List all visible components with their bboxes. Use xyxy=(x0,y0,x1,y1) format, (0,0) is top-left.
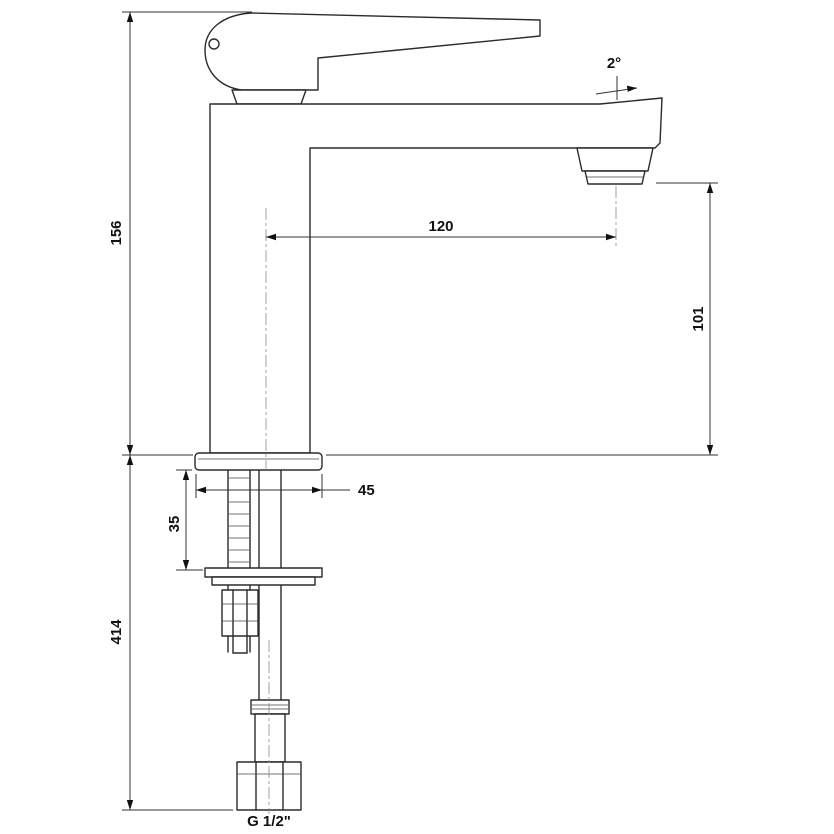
spout-outlet xyxy=(576,147,654,172)
angle-label: 2° xyxy=(607,55,621,72)
handle-screw-icon xyxy=(208,38,220,50)
dimension-35: 35 xyxy=(166,469,203,571)
faucet-body-and-spout xyxy=(209,97,663,454)
dim-label-156: 156 xyxy=(108,220,125,245)
mounting-nut xyxy=(221,589,259,654)
aerator xyxy=(584,170,646,185)
faucet-outline xyxy=(194,12,663,814)
dim-label-101: 101 xyxy=(690,306,707,331)
dim-label-35: 35 xyxy=(166,516,183,533)
faucet-neck xyxy=(231,89,307,105)
thread-label: G 1/2" xyxy=(247,813,291,830)
dim-label-414: 414 xyxy=(108,619,125,645)
annotation-angle-2deg: 2° xyxy=(595,55,638,100)
hose-connector xyxy=(250,699,290,763)
centerlines xyxy=(265,186,617,814)
dimension-45: 45 xyxy=(195,474,375,499)
dimension-101: 101 xyxy=(326,182,718,456)
dim-label-120: 120 xyxy=(428,218,453,235)
dim-label-45: 45 xyxy=(358,482,375,499)
washer-plate xyxy=(204,567,323,586)
base-flange xyxy=(194,452,323,471)
dimension-120: 120 xyxy=(266,218,616,241)
thread-label-group: G 1/2" xyxy=(247,813,291,830)
faucet-handle xyxy=(204,12,541,91)
dimension-156-414: 156 414 xyxy=(108,11,252,811)
